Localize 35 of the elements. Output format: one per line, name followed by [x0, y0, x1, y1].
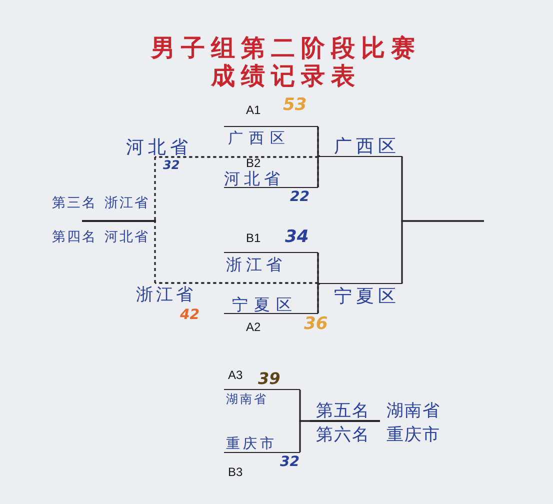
team-slot: 广西区 — [320, 136, 402, 157]
score-text: 34 — [285, 229, 309, 246]
bracket-line — [299, 420, 310, 452]
score-text: 22 — [290, 190, 310, 204]
ranking-text: 第六名 重庆市 — [316, 426, 442, 444]
team-slot: 湖南省 — [224, 389, 300, 407]
team-name: 浙江省 — [136, 283, 204, 306]
team-slot: 宁夏区 — [224, 295, 318, 314]
score-text: 32 — [163, 159, 180, 171]
team-slot: 宁夏区 — [320, 283, 402, 306]
bracket-line — [401, 220, 484, 284]
score-text: 39 — [258, 371, 280, 387]
score-text: 32 — [280, 455, 300, 469]
team-name: 河北省 — [126, 138, 204, 157]
dashed-bracket-line — [154, 220, 156, 283]
team-slot: 河北省 — [224, 170, 318, 188]
dashed-bracket-line — [155, 282, 319, 314]
team-slot: 广西区 — [224, 126, 318, 146]
ranking-text: 第四名 河北省 — [52, 230, 150, 244]
seed-label: B2 — [246, 157, 261, 169]
ranking-text: 第三名 浙江省 — [52, 196, 150, 210]
score-text: 42 — [180, 308, 200, 322]
title: 男子组第二阶段比赛成绩记录表 — [150, 34, 422, 90]
score-text: 53 — [283, 97, 307, 114]
seed-label: B1 — [246, 232, 261, 244]
team-slot: 重庆市 — [224, 436, 300, 453]
seed-label: A3 — [228, 369, 243, 381]
score-text: 36 — [304, 316, 328, 333]
seed-label: B3 — [228, 466, 243, 478]
team-slot: 浙江省 — [224, 252, 318, 272]
seed-label: A2 — [246, 321, 261, 333]
dashed-bracket-line — [154, 157, 156, 222]
seed-label: A1 — [246, 104, 261, 116]
ranking-text: 第五名 湖南省 — [316, 402, 442, 420]
dashed-bracket-line — [155, 156, 319, 188]
